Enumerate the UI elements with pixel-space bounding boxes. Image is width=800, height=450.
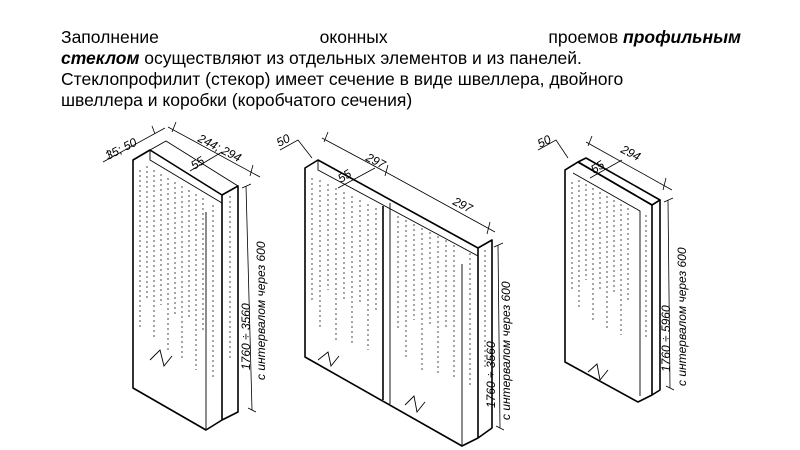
box-dim-flange: 50 <box>535 132 554 151</box>
channel-web <box>132 149 223 431</box>
box-top-section <box>564 157 661 206</box>
text-line-1: Заполнение оконных проемов профильным <box>61 27 741 48</box>
text-line-2-rest: осуществляют из отдельных элементов и из… <box>139 48 582 68</box>
double-channel-dim-flange: 50 <box>274 131 293 150</box>
double-channel-dim-height: 1760 ÷ 3560 <box>484 341 498 408</box>
box-hatching <box>571 180 647 340</box>
box-dim-interval: с интервалом через 600 <box>675 247 689 386</box>
channel-dim-interval: с интервалом через 600 <box>254 241 268 380</box>
emphasis-steklom: стеклом <box>61 48 140 68</box>
text-line-4: швеллера и коробки (коробчатого сечения) <box>61 90 413 110</box>
channel-hatching <box>139 166 231 380</box>
channel-profile-drawing: 35; 50 244; 294 55 1760 ÷ 3560 с интерва… <box>102 121 268 431</box>
word-proemov: проемов <box>548 27 619 47</box>
double-channel-dim-thickness: 55 <box>335 166 354 185</box>
double-channel-dim-interval: с интервалом через 600 <box>499 281 513 420</box>
word-proemov-group: проемов профильным <box>548 27 741 48</box>
box-profile-drawing: 50 55 294 1760 ÷ 5960 с интервалом через… <box>535 132 689 403</box>
word-zapolnenie: Заполнение <box>61 27 159 47</box>
double-channel-dim-width-2: 297 <box>450 194 476 217</box>
box-dim-height: 1760 ÷ 5960 <box>659 305 673 372</box>
channel-flange <box>221 185 239 421</box>
text-line-3: Стеклопрофилит (стекор) имеет сечение в … <box>61 69 624 89</box>
double-channel-dim-width-1: 297 <box>363 150 389 173</box>
word-okonnyh: оконных <box>319 27 388 47</box>
description-paragraph: Заполнение оконных проемов профильным ст… <box>61 27 741 111</box>
channel-dim-height: 1760 ÷ 3560 <box>239 303 253 370</box>
double-channel-hatching <box>311 178 486 385</box>
emphasis-profilnym: профильным <box>623 27 741 47</box>
channel-dim-flange: 35; 50 <box>103 135 139 163</box>
double-channel-profile-drawing: 50 55 297 297 1760 ÷ 3560 с интервалом ч… <box>274 131 513 447</box>
text-line-2: стеклом осуществляют из отдельных элемен… <box>61 48 741 69</box>
